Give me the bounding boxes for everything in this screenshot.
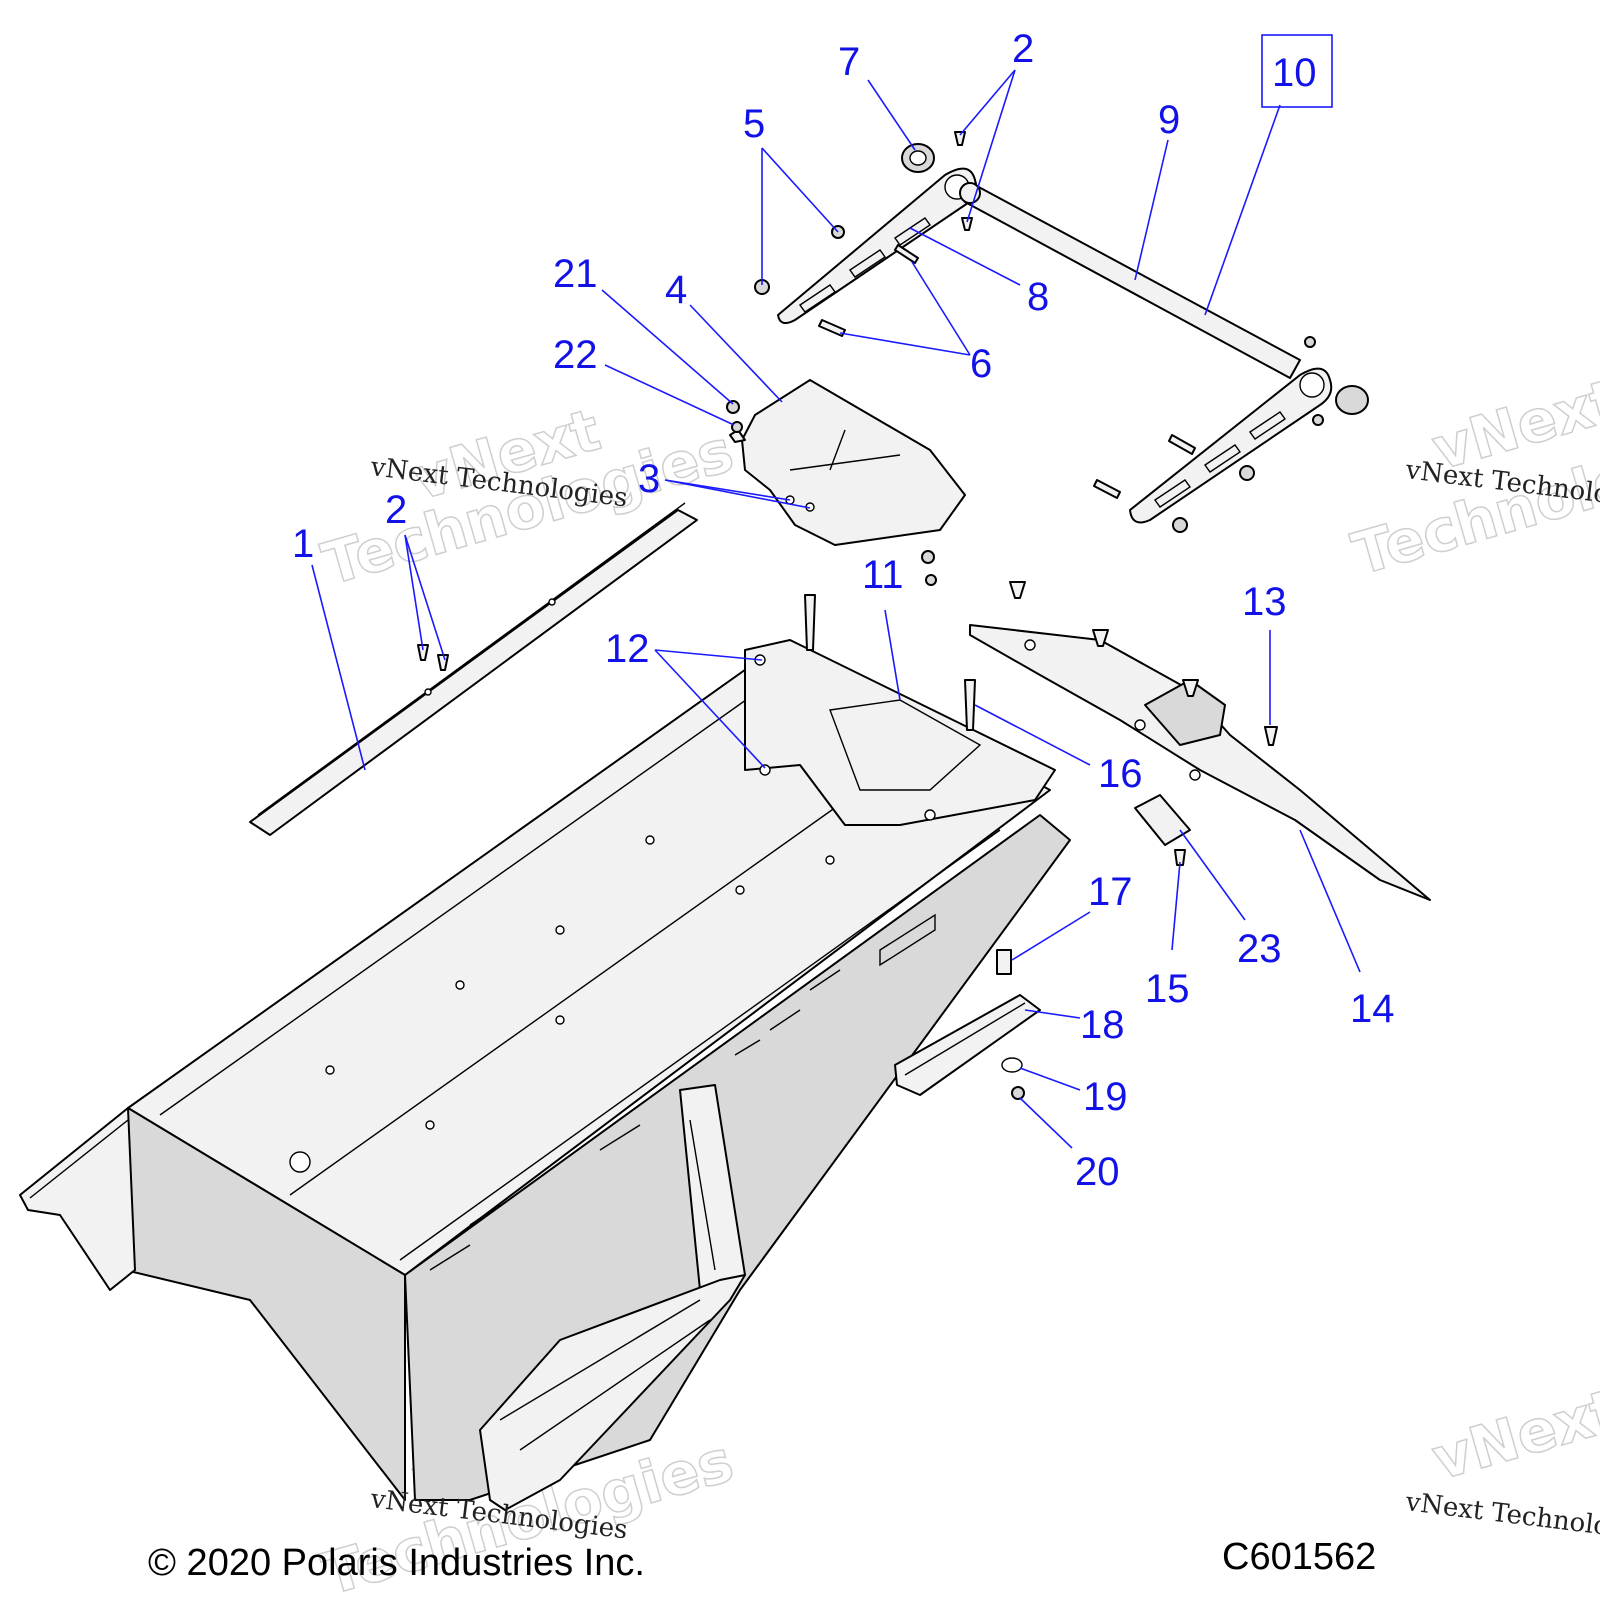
arm-part-8-right [1129, 367, 1333, 524]
leader-10 [1204, 104, 1281, 316]
callout-2: 2 [385, 488, 407, 532]
cargo-bed-part [19, 639, 1071, 1511]
leader-16 [974, 704, 1091, 766]
arm-part-8 [777, 167, 978, 325]
callout-23: 23 [1237, 927, 1282, 971]
callout-12: 12 [605, 627, 650, 671]
callout-4: 4 [665, 268, 687, 312]
leader-3-b [664, 479, 811, 509]
callout-15: 15 [1145, 967, 1190, 1011]
leader-6-a [911, 261, 971, 356]
drawing-number: C601562 [1222, 1536, 1377, 1578]
leader-2-left-a [404, 534, 424, 651]
callout-8: 8 [1027, 275, 1049, 319]
leader-12-a [654, 649, 763, 661]
bumper-part-18 [894, 994, 1041, 1096]
copyright-text: © 2020 Polaris Industries Inc. [148, 1542, 645, 1584]
callout-17: 17 [1088, 870, 1133, 914]
leader-19 [1019, 1067, 1081, 1091]
leader-12-b [654, 649, 766, 769]
watermark-outline-vnext: vNext [1425, 1375, 1600, 1493]
callout-18: 18 [1080, 1003, 1125, 1047]
callout-2: 2 [1012, 27, 1034, 71]
leader-20 [1019, 1097, 1073, 1149]
leader-2-top-a [959, 69, 1016, 136]
leader-17 [1011, 911, 1091, 961]
leader-1 [311, 564, 366, 771]
leader-21 [601, 289, 734, 405]
leader-14 [1299, 829, 1361, 973]
callout-20: 20 [1075, 1150, 1120, 1194]
leader-5-a [761, 147, 839, 233]
callout-5: 5 [743, 102, 765, 146]
leader-2-top-b [966, 69, 1016, 223]
leader-9 [1134, 139, 1169, 281]
rail-part-1 [249, 502, 698, 836]
leader-2-left-b [404, 534, 446, 661]
leader-lines [311, 69, 1361, 1149]
leader-6-b [839, 332, 971, 356]
callout-7: 7 [838, 40, 860, 84]
leader-4 [689, 304, 783, 403]
callout-21: 21 [553, 252, 598, 296]
callout-box-10 [1261, 34, 1333, 108]
callout-19: 19 [1083, 1075, 1128, 1119]
callout-labels: 1 2 2 3 4 5 6 7 8 9 10 11 12 13 14 15 16… [292, 27, 1395, 1194]
leader-23 [1179, 829, 1246, 921]
callout-22: 22 [553, 333, 598, 377]
leader-7 [867, 79, 916, 151]
callout-11: 11 [862, 553, 904, 597]
callout-9: 9 [1158, 98, 1180, 142]
plate-part-23 [1134, 794, 1191, 846]
callout-10: 10 [1272, 51, 1317, 95]
watermark-text: vNext Technologies [1403, 1487, 1600, 1548]
callout-16: 16 [1098, 752, 1143, 796]
callout-14: 14 [1350, 987, 1395, 1031]
callout-1: 1 [292, 522, 314, 566]
leader-18 [1024, 1009, 1081, 1019]
callout-6: 6 [970, 342, 992, 386]
shield-part-4 [729, 379, 966, 546]
leader-11 [884, 609, 901, 701]
leader-8 [909, 227, 1021, 286]
leader-15 [1171, 861, 1181, 951]
callout-13: 13 [1242, 580, 1287, 624]
callout-3: 3 [638, 457, 660, 501]
leader-22 [604, 364, 735, 426]
